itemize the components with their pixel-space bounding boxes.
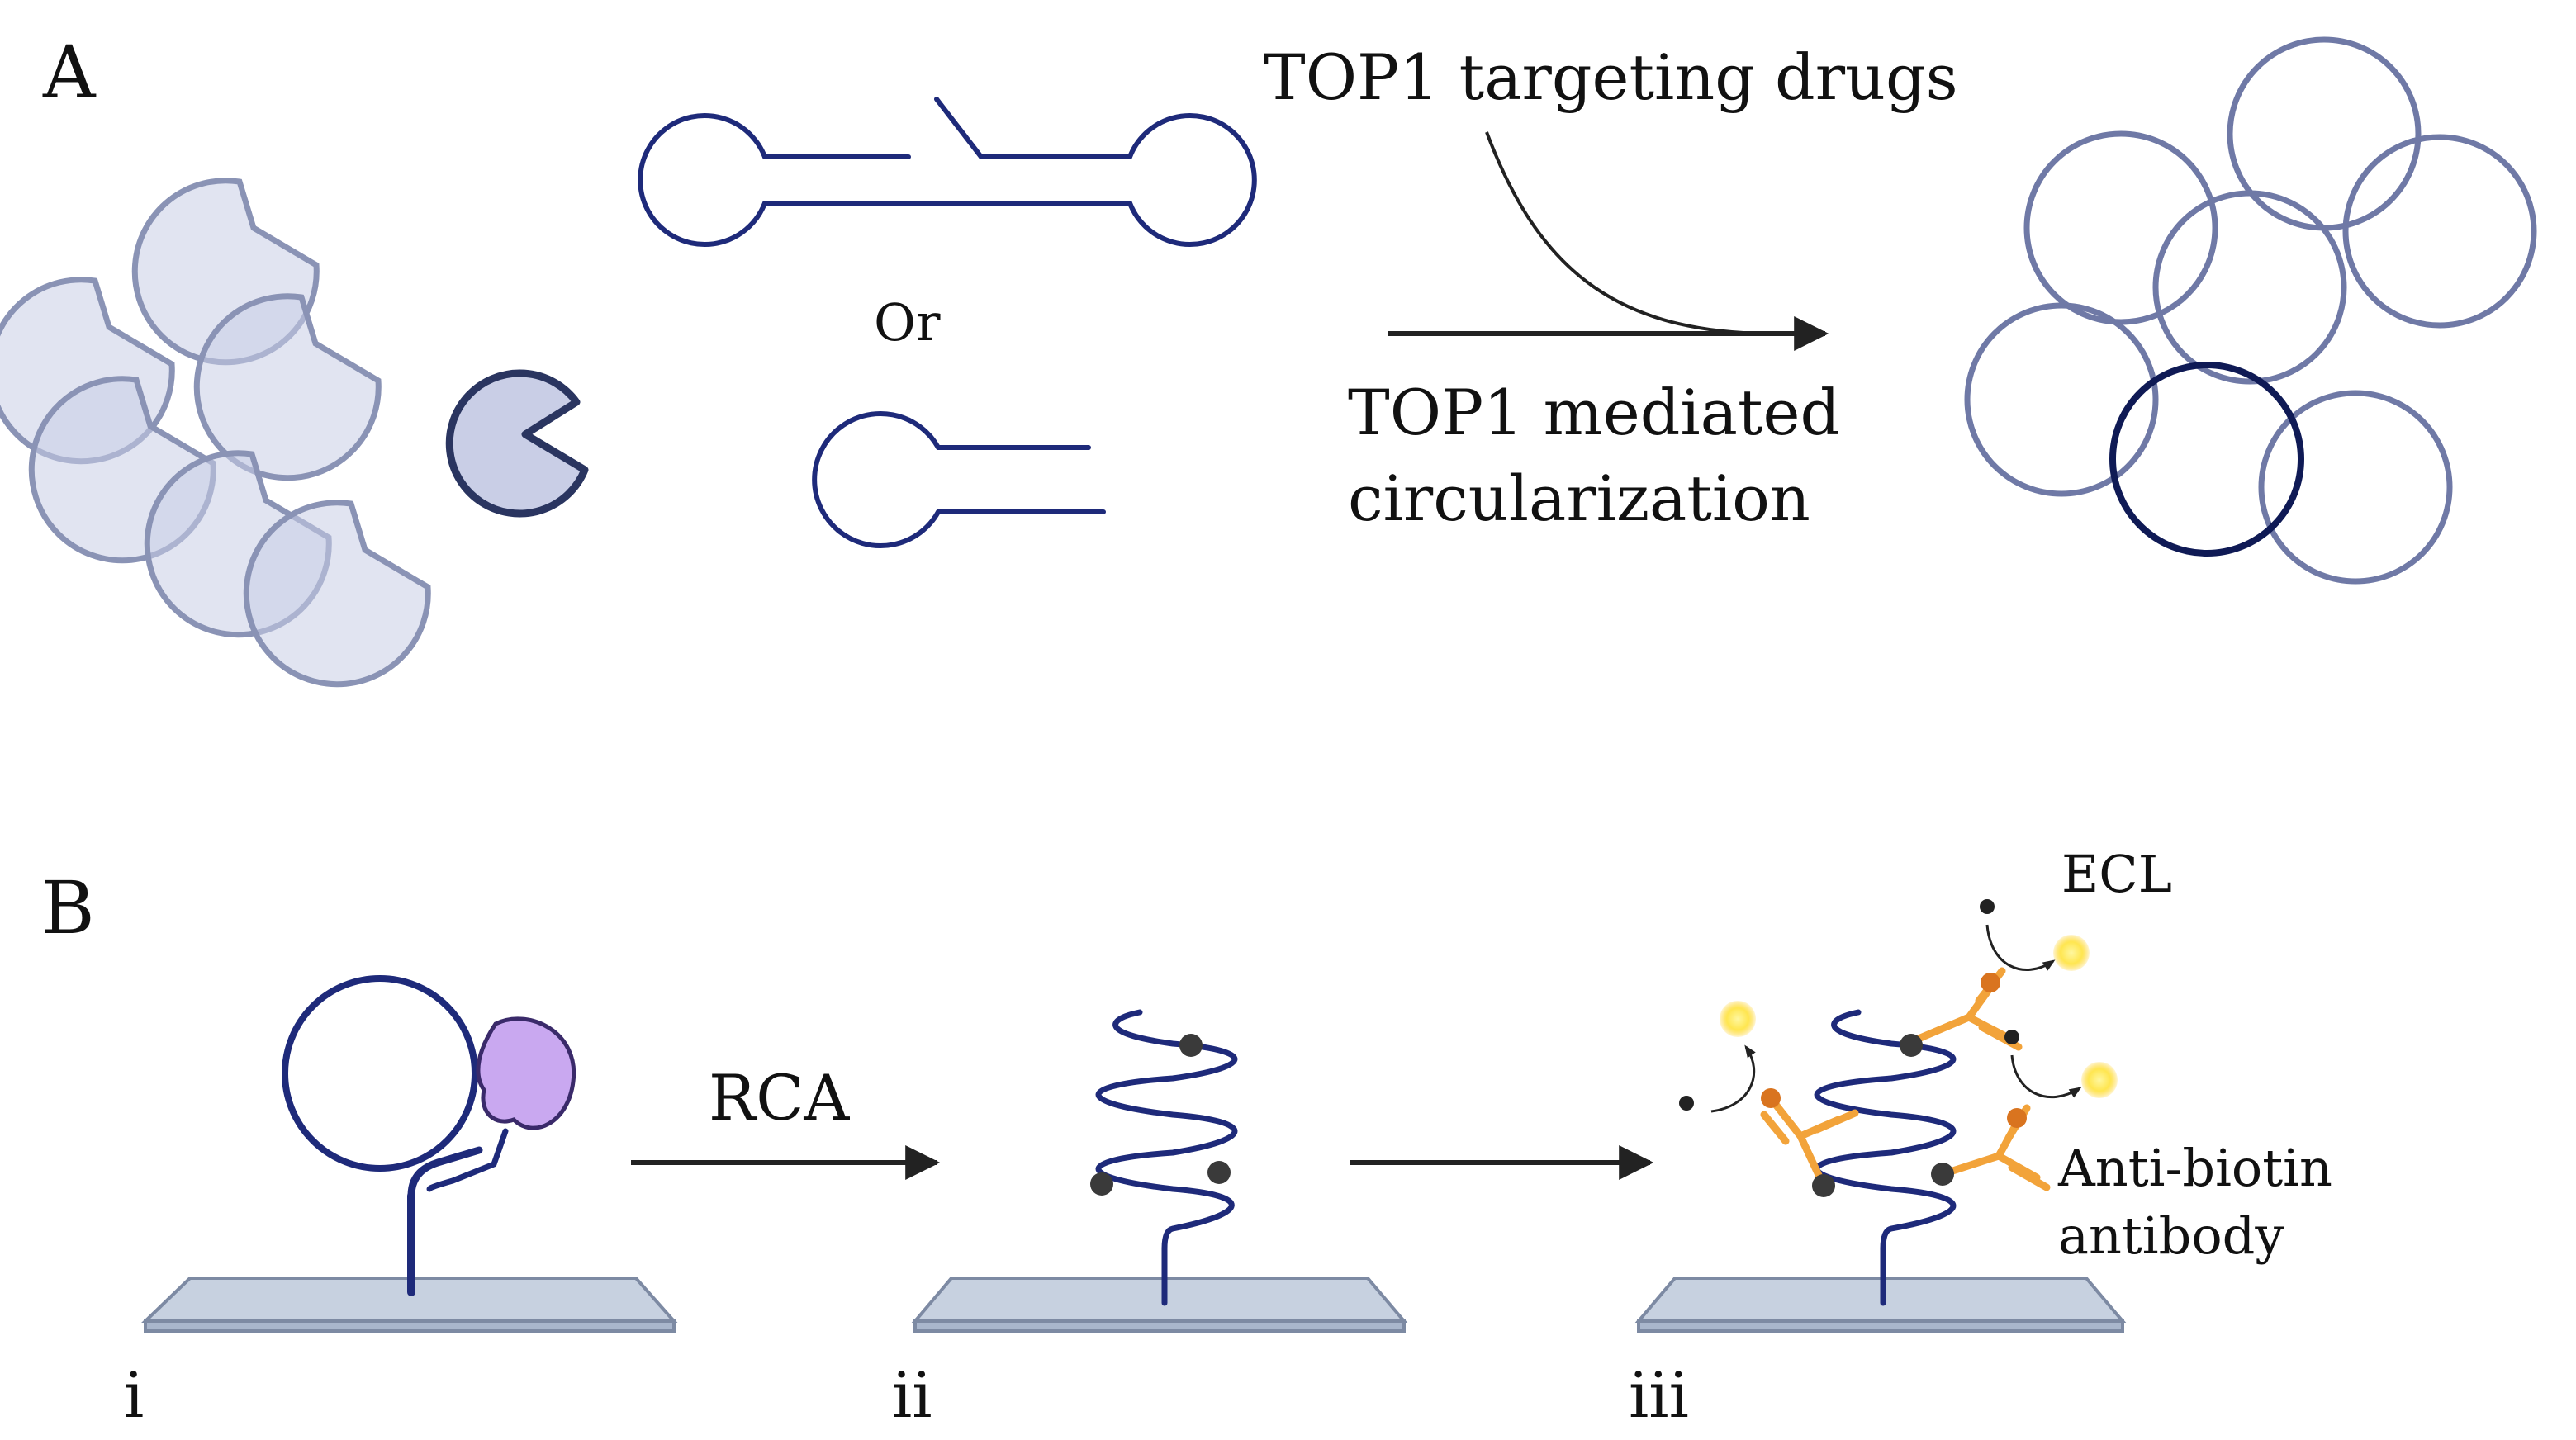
antibody-label-line1: Anti-biotin	[2057, 1138, 2332, 1198]
enzyme-crowd	[0, 178, 431, 688]
antibody-icon	[1938, 1104, 2051, 1191]
ecl-emissions	[1679, 899, 2118, 1113]
slide-ii	[911, 1277, 1408, 1333]
biotin-dot	[1207, 1161, 1231, 1184]
circle-product	[1964, 302, 2159, 497]
biotin-dot	[1900, 1034, 1923, 1057]
biotin-dot	[1812, 1174, 1835, 1197]
reactant-dot	[1679, 1096, 1694, 1111]
enzyme-icon	[193, 293, 382, 481]
reporter-node	[2007, 1108, 2027, 1128]
step-label-iii: iii	[1629, 1358, 1689, 1432]
slide-iii	[1634, 1277, 2127, 1333]
antibodies	[1760, 967, 2051, 1191]
reporter-node	[1981, 973, 2000, 992]
light-emission-icon	[2053, 935, 2090, 971]
reactant-dot	[2004, 1030, 2019, 1044]
antibody-icon	[1910, 967, 2023, 1051]
dumbbell-dna-substrate	[638, 97, 1257, 247]
ecl-label: ECL	[2061, 844, 2172, 904]
antibody-tips	[1761, 973, 2027, 1128]
step-label-i: i	[124, 1358, 144, 1432]
circle-product	[2152, 190, 2347, 385]
active-enzyme-icon	[445, 369, 589, 518]
drug-label: TOP1 targeting drugs	[1264, 40, 1958, 114]
biotin-dot	[1090, 1172, 1113, 1196]
polymerase-blob	[476, 1016, 576, 1130]
step-iii-coil	[1814, 1009, 1957, 1306]
circle-product	[2023, 130, 2218, 325]
step-i-assembly	[282, 975, 509, 1296]
circle-product	[2227, 36, 2422, 231]
circle-product	[2342, 134, 2537, 329]
biotin-dot	[1931, 1163, 1954, 1186]
step-label-ii: ii	[892, 1358, 932, 1432]
step-ii-coil	[1095, 1009, 1238, 1306]
drug-input-curve	[1485, 131, 1768, 335]
enzyme-icon	[243, 500, 431, 688]
reactant-dot	[1980, 899, 1995, 914]
reporter-node	[1761, 1088, 1781, 1108]
antibody-label-line2: antibody	[2058, 1206, 2284, 1266]
or-label: Or	[874, 292, 941, 353]
step-iii-biotins	[1812, 1034, 1954, 1197]
highlighted-circle-product	[2109, 362, 2304, 557]
antibody-icon	[1760, 1094, 1859, 1190]
circular-products	[1964, 36, 2537, 585]
hairpin-dna-substrate	[812, 411, 1106, 548]
process-label-line2: circularization	[1348, 462, 1810, 535]
process-label-line1: TOP1 mediated	[1348, 376, 1840, 449]
light-emission-icon	[1720, 1001, 1756, 1037]
rca-label: RCA	[709, 1061, 850, 1134]
slide-i	[141, 1277, 678, 1333]
panel-b-letter: B	[41, 865, 95, 950]
panel-a-letter: A	[42, 30, 97, 115]
slides	[141, 1277, 2127, 1333]
biotin-dot	[1179, 1034, 1203, 1057]
step-ii-biotins	[1090, 1034, 1231, 1196]
circle-product	[2258, 390, 2453, 585]
light-emission-icon	[2081, 1062, 2118, 1098]
